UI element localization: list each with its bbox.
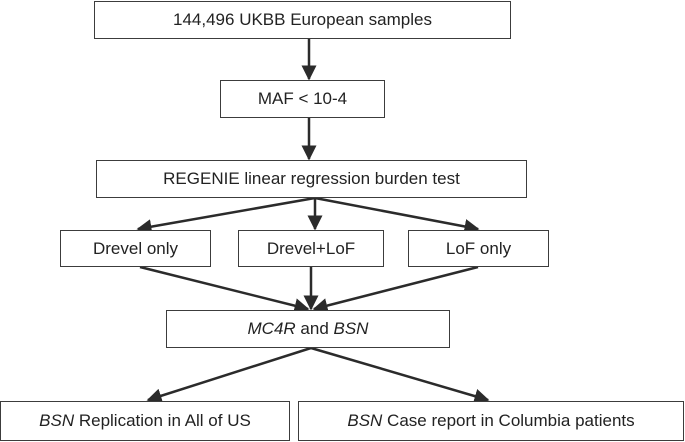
arrow-genes-to-case-report: [310, 346, 490, 404]
burden-test-box: REGENIE linear regression burden test: [96, 160, 527, 198]
lof-only-label: LoF only: [445, 238, 512, 258]
lof-only-box: LoF only: [408, 230, 549, 267]
arrow-genes-to-replication: [146, 346, 312, 404]
maf-filter-box: MAF < 10-4: [220, 80, 385, 118]
gene-mc4r-label: MC4R: [247, 319, 296, 338]
drevel-lof-label: Drevel+LoF: [266, 238, 356, 258]
genes-box: MC4R and BSN: [166, 310, 450, 348]
replication-text-label: Replication in All of US: [74, 411, 251, 430]
replication-gene-label: BSN: [39, 411, 75, 430]
case-report-box: BSN Case report in Columbia patients: [298, 401, 684, 441]
replication-box: BSN Replication in All of US: [0, 401, 290, 441]
case-report-gene-label: BSN: [347, 411, 383, 430]
arrow-regenie-to-drevel: [136, 196, 316, 235]
samples-box: 144,496 UKBB European samples: [94, 1, 511, 39]
arrow-drevel-to-genes: [139, 265, 310, 314]
maf-filter-label: MAF < 10-4: [257, 89, 348, 108]
arrow-lof-to-genes: [312, 265, 479, 313]
burden-test-label: REGENIE linear regression burden test: [163, 169, 460, 188]
drevel-only-box: Drevel only: [60, 230, 211, 267]
gene-bsn-label: BSN: [333, 319, 369, 338]
samples-label: 144,496 UKBB European samples: [173, 10, 432, 29]
arrow-regenie-to-lof: [314, 196, 480, 234]
gene-conjunction-label: and: [295, 319, 334, 338]
drevel-lof-box: Drevel+LoF: [238, 230, 384, 267]
drevel-only-label: Drevel only: [92, 238, 179, 258]
case-report-text-label: Case report in Columbia patients: [382, 411, 635, 430]
